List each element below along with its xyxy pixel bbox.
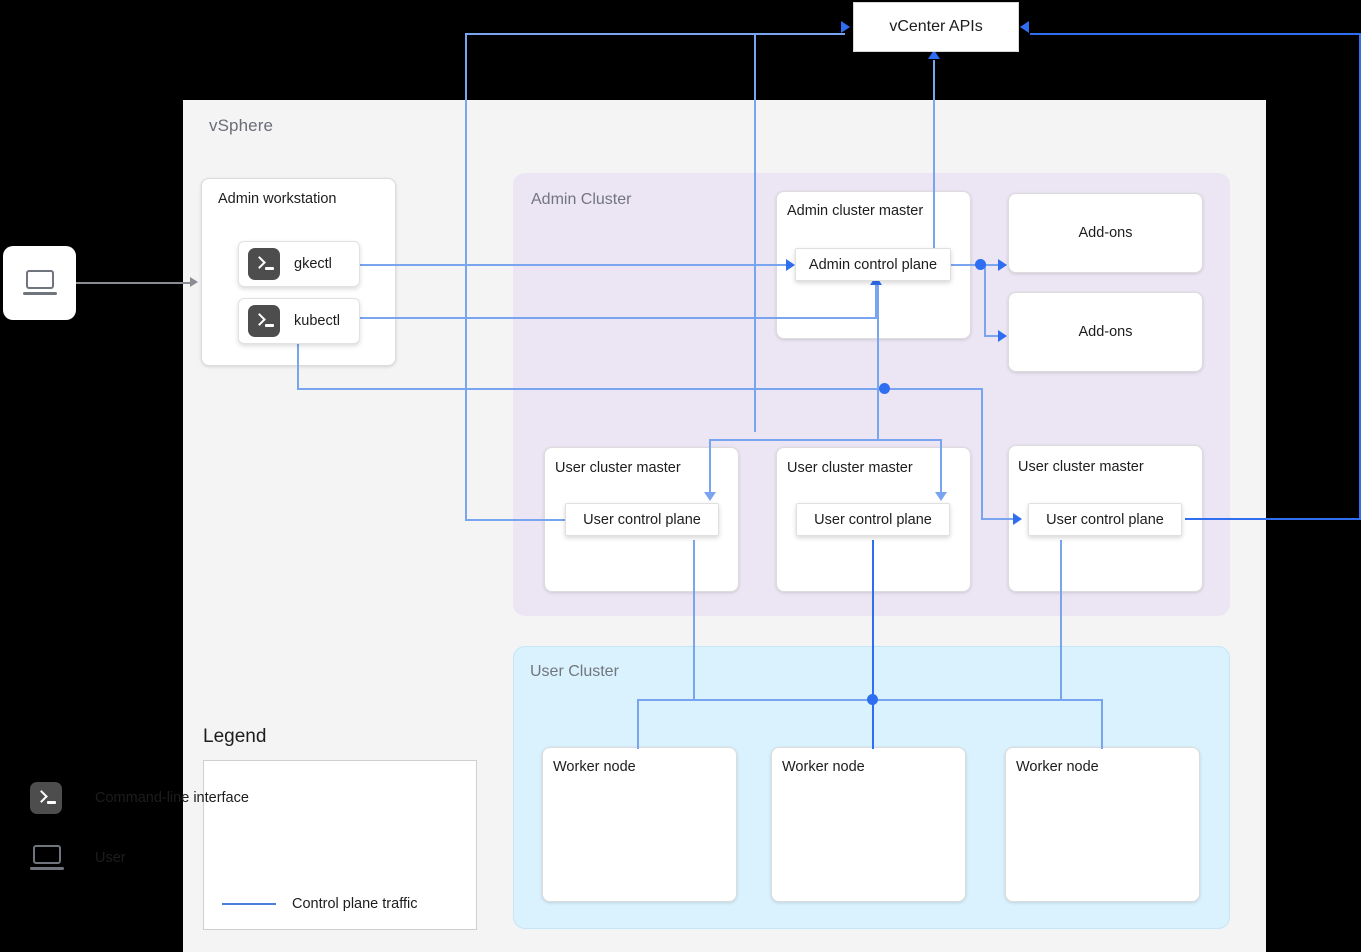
arrow-gkectl-to-admin-control-plane xyxy=(786,259,795,271)
cli-kubectl-label: kubectl xyxy=(294,313,340,329)
user-actor-node[interactable] xyxy=(3,246,76,320)
legend-title: Legend xyxy=(203,726,267,747)
user-cluster-master-title-1: User cluster master xyxy=(555,460,681,476)
edge-to-usercp-1 xyxy=(709,439,711,495)
arrow-right-into-vcenter xyxy=(1020,21,1029,33)
laptop-icon xyxy=(30,845,64,871)
edge-usercp2-down xyxy=(872,540,874,700)
edge-usercp1-down xyxy=(693,540,695,700)
admin-workstation-title: Admin workstation xyxy=(218,191,337,207)
arrow-to-addon-2 xyxy=(998,330,1007,342)
edge-workstation-to-usercp-bus xyxy=(297,388,886,390)
user-cluster-master-title-2: User cluster master xyxy=(787,460,913,476)
arrow-to-usercp-2 xyxy=(935,492,947,501)
edge-user-to-vsphere xyxy=(76,282,193,284)
edge-left-riser-horizontal xyxy=(465,33,845,35)
arrow-to-usercp-1 xyxy=(704,492,716,501)
user-cluster-label: User Cluster xyxy=(530,663,619,680)
edge-mid-riser-to-vcenter xyxy=(754,33,756,432)
edge-gkectl-to-admin-control-plane xyxy=(360,264,790,266)
line-swatch-icon xyxy=(222,903,276,905)
admin-cluster-label: Admin Cluster xyxy=(531,191,632,208)
user-cluster-master-title-3: User cluster master xyxy=(1018,459,1144,475)
junction-user-control-planes xyxy=(879,383,890,394)
edge-usercp3-to-right-edge xyxy=(1185,518,1361,520)
legend-item-user-label: User xyxy=(95,850,126,866)
user-control-plane-box-3[interactable]: User control plane xyxy=(1028,503,1182,536)
edge-bus-far-right xyxy=(879,388,983,390)
legend-item-user: User xyxy=(30,845,126,871)
worker-node-box-1[interactable] xyxy=(542,747,737,902)
edge-left-riser-to-vcenter xyxy=(465,33,467,520)
edge-admincp-down-to-bus xyxy=(877,284,879,390)
edge-usercp1-to-left-riser xyxy=(465,519,565,521)
worker-node-title-2: Worker node xyxy=(782,759,865,775)
admin-cluster-master-title: Admin cluster master xyxy=(787,203,924,219)
edge-usercp3-down xyxy=(1060,540,1062,700)
edge-admincp-to-vcenter xyxy=(933,60,935,264)
laptop-icon xyxy=(22,270,57,296)
vcenter-apis-box[interactable]: vCenter APIs xyxy=(853,2,1019,52)
edge-kubectl-horizontal xyxy=(360,317,877,319)
edge-to-worker-3 xyxy=(1101,699,1103,749)
cli-gkectl[interactable]: gkectl xyxy=(238,241,360,287)
worker-node-title-3: Worker node xyxy=(1016,759,1099,775)
edge-addons-vertical-bus xyxy=(984,264,986,336)
edge-bus-drop xyxy=(877,388,879,440)
arrow-left-into-vcenter xyxy=(841,21,850,33)
edge-to-addon-1 xyxy=(984,264,1006,266)
edge-to-addon-2 xyxy=(984,335,1006,337)
junction-addons xyxy=(975,259,986,270)
edge-right-riser-horizontal xyxy=(1030,33,1360,35)
edge-to-usercp-2 xyxy=(940,439,942,495)
user-control-plane-box-2[interactable]: User control plane xyxy=(796,503,950,536)
terminal-icon xyxy=(30,782,62,814)
edge-workstation-downriser xyxy=(297,340,299,389)
user-control-plane-box-1[interactable]: User control plane xyxy=(565,503,719,536)
terminal-icon xyxy=(248,305,280,337)
worker-node-box-3[interactable] xyxy=(1005,747,1200,902)
junction-worker-nodes xyxy=(867,694,878,705)
edge-right-riser xyxy=(1359,33,1361,519)
legend-box xyxy=(203,760,477,930)
addon-box-1[interactable]: Add-ons xyxy=(1008,193,1203,273)
terminal-icon xyxy=(248,248,280,280)
arrow-user-to-vsphere xyxy=(190,277,198,287)
arrow-admincp-into-vcenter xyxy=(928,50,940,59)
legend-item-cli-label: Command-line interface xyxy=(95,790,249,806)
legend-item-traffic-label: Control plane traffic xyxy=(292,896,418,912)
edge-to-worker-1 xyxy=(637,699,639,749)
edge-bus-right xyxy=(877,439,942,441)
cli-gkectl-label: gkectl xyxy=(294,256,332,272)
legend-item-traffic: Control plane traffic xyxy=(222,896,417,912)
edge-to-worker-2 xyxy=(872,699,874,749)
legend-item-cli: Command-line interface xyxy=(30,782,249,814)
admin-control-plane-box[interactable]: Admin control plane xyxy=(795,248,951,281)
edge-to-usercp-3 xyxy=(981,518,1014,520)
vsphere-region-label: vSphere xyxy=(209,116,274,135)
edge-bus-left xyxy=(709,439,879,441)
arrow-to-addon-1 xyxy=(998,259,1007,271)
edge-admincp-to-addons-stub xyxy=(951,264,985,266)
worker-node-title-1: Worker node xyxy=(553,759,636,775)
worker-node-box-2[interactable] xyxy=(771,747,966,902)
arrow-to-usercp-3 xyxy=(1013,513,1022,525)
edge-kubectl-riser xyxy=(875,284,877,318)
cli-kubectl[interactable]: kubectl xyxy=(238,298,360,344)
edge-to-usercp-3-riser xyxy=(981,388,983,519)
addon-box-2[interactable]: Add-ons xyxy=(1008,292,1203,372)
